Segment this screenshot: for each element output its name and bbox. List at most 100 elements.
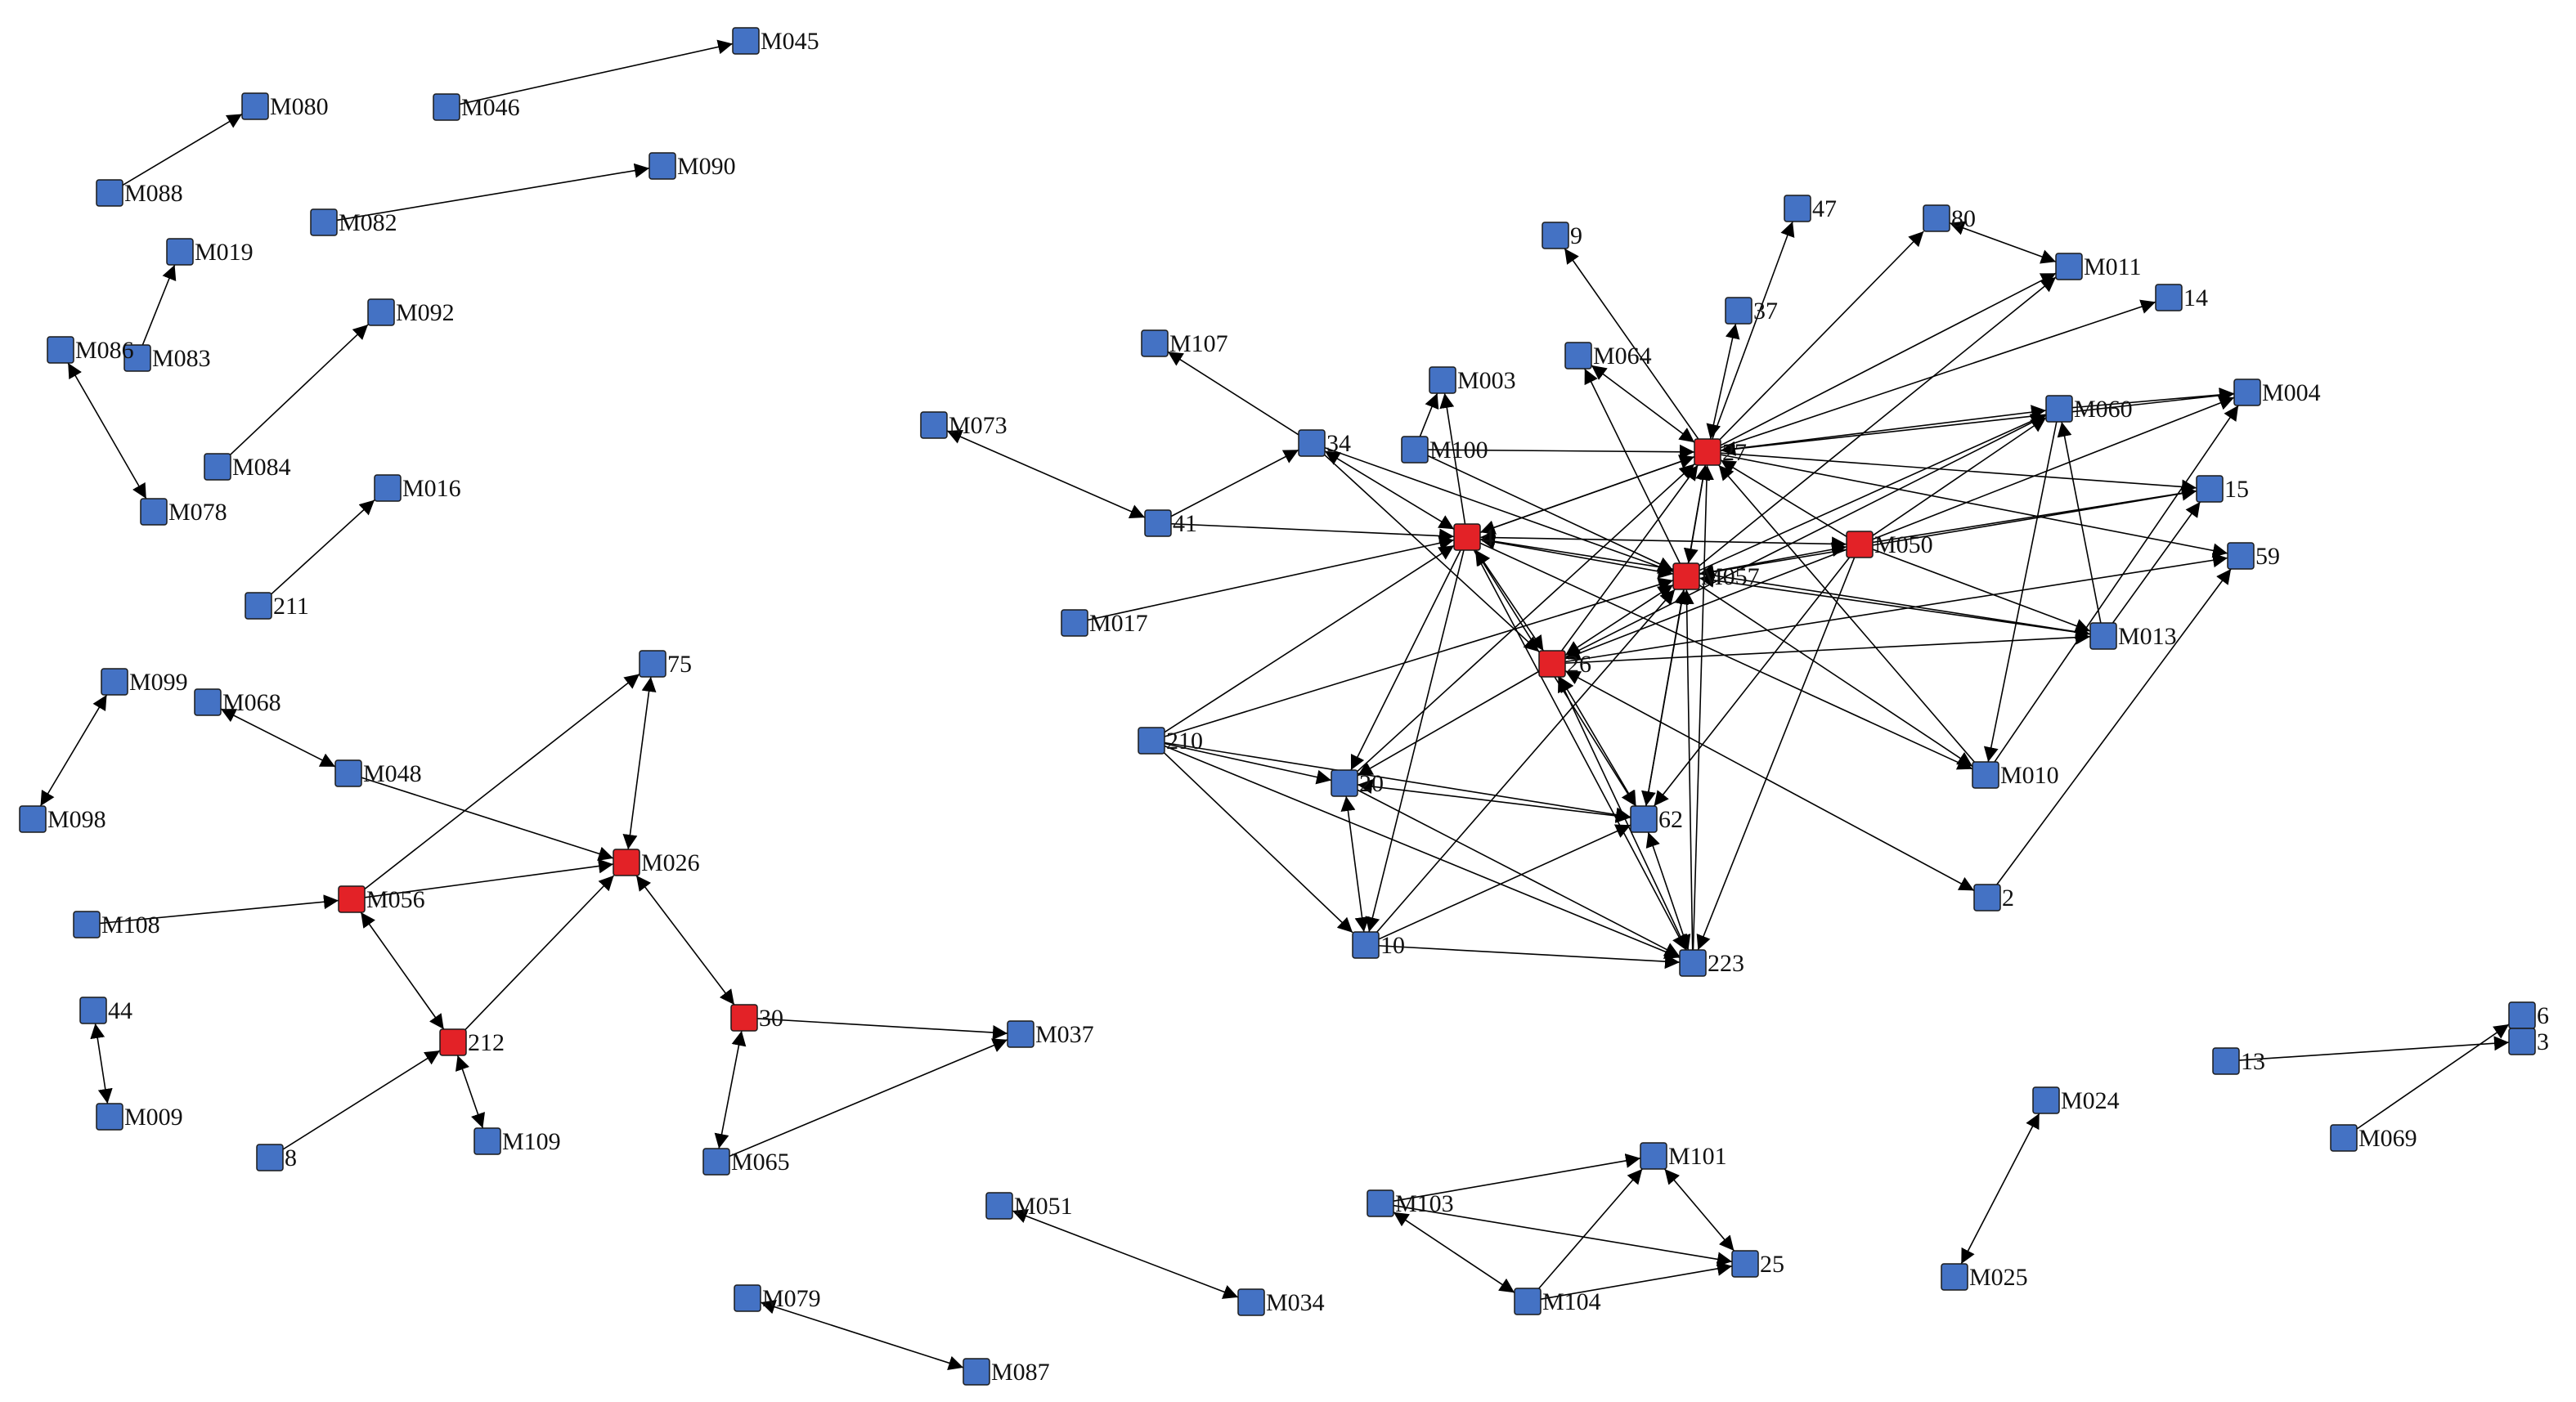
- node-M065[interactable]: M065: [702, 1148, 790, 1176]
- node-26[interactable]: 26: [1538, 650, 1591, 678]
- node-square[interactable]: [702, 1148, 730, 1176]
- node-M025[interactable]: M025: [1941, 1263, 2028, 1291]
- node-M034[interactable]: M034: [1237, 1288, 1325, 1316]
- node-M051[interactable]: M051: [985, 1192, 1073, 1220]
- node-square[interactable]: [439, 1028, 467, 1056]
- node-square[interactable]: [245, 592, 272, 620]
- node-75[interactable]: 75: [639, 650, 692, 678]
- node-34[interactable]: 34: [1298, 429, 1351, 457]
- node-square[interactable]: [140, 498, 168, 526]
- node-13[interactable]: 13: [2212, 1047, 2265, 1075]
- node-M019[interactable]: M019: [166, 238, 254, 266]
- node-square[interactable]: [1973, 884, 2001, 912]
- node-square[interactable]: [1514, 1288, 1542, 1315]
- node-square[interactable]: [2155, 284, 2183, 311]
- node-M100[interactable]: M100: [1401, 436, 1488, 464]
- node-M056[interactable]: M056: [338, 885, 425, 913]
- node-square[interactable]: [920, 411, 948, 439]
- node-square[interactable]: [47, 336, 74, 364]
- node-44[interactable]: 44: [79, 997, 132, 1024]
- node-square[interactable]: [19, 805, 47, 833]
- node-10[interactable]: 10: [1352, 931, 1405, 959]
- node-223[interactable]: 223: [1679, 949, 1744, 977]
- node-M107[interactable]: M107: [1141, 329, 1228, 357]
- node-8[interactable]: 8: [256, 1144, 297, 1171]
- node-30[interactable]: 30: [730, 1004, 783, 1032]
- node-square[interactable]: [2089, 622, 2117, 650]
- node-M108[interactable]: M108: [73, 911, 160, 938]
- node-square[interactable]: [1141, 329, 1169, 357]
- node-square[interactable]: [1972, 761, 1999, 789]
- node-square[interactable]: [734, 1284, 761, 1312]
- node-M013[interactable]: M013: [2089, 622, 2177, 650]
- node-square[interactable]: [79, 997, 107, 1024]
- node-square[interactable]: [1694, 438, 1721, 466]
- node-square[interactable]: [613, 849, 640, 876]
- node-M026[interactable]: M026: [613, 849, 700, 876]
- node-square[interactable]: [1640, 1142, 1667, 1170]
- node-square[interactable]: [1923, 204, 1950, 232]
- node-20[interactable]: 20: [1331, 769, 1384, 797]
- node-M104[interactable]: M104: [1514, 1288, 1601, 1315]
- node-square[interactable]: [1630, 805, 1658, 833]
- node-37[interactable]: 37: [1725, 297, 1778, 325]
- node-square[interactable]: [1538, 650, 1566, 678]
- node-square[interactable]: [1144, 509, 1172, 537]
- node-square[interactable]: [732, 27, 760, 55]
- node-square[interactable]: [2055, 253, 2083, 280]
- node-M057[interactable]: M057: [1672, 562, 1760, 590]
- node-M069[interactable]: M069: [2330, 1124, 2417, 1152]
- node-M084[interactable]: M084: [204, 453, 291, 481]
- node-27[interactable]: 27: [1694, 438, 1747, 466]
- node-square[interactable]: [73, 911, 101, 938]
- node-M068[interactable]: M068: [194, 688, 281, 716]
- node-3[interactable]: 3: [2508, 1028, 2549, 1055]
- node-M050[interactable]: M050: [1846, 531, 1933, 558]
- node-square[interactable]: [2508, 1028, 2536, 1055]
- node-square[interactable]: [1331, 769, 1358, 797]
- node-square[interactable]: [473, 1127, 501, 1155]
- node-square[interactable]: [985, 1192, 1013, 1220]
- node-M103[interactable]: M103: [1367, 1189, 1454, 1217]
- node-M098[interactable]: M098: [19, 805, 106, 833]
- node-square[interactable]: [2330, 1124, 2358, 1152]
- node-M011[interactable]: M011: [2055, 253, 2142, 280]
- node-M010[interactable]: M010: [1972, 761, 2059, 789]
- node-M083[interactable]: M083: [123, 344, 211, 372]
- node-square[interactable]: [433, 93, 460, 121]
- node-square[interactable]: [2045, 395, 2073, 423]
- node-M099[interactable]: M099: [101, 668, 188, 696]
- node-M109[interactable]: M109: [473, 1127, 561, 1155]
- node-square[interactable]: [1298, 429, 1326, 457]
- node-square[interactable]: [1367, 1189, 1394, 1217]
- node-square[interactable]: [96, 179, 123, 207]
- node-M073[interactable]: M073: [920, 411, 1008, 439]
- node-square[interactable]: [1138, 727, 1165, 755]
- node-square[interactable]: [1429, 366, 1456, 394]
- node-M009[interactable]: M009: [96, 1103, 183, 1131]
- node-62[interactable]: 62: [1630, 805, 1683, 833]
- node-M088[interactable]: M088: [96, 179, 183, 207]
- node-square[interactable]: [730, 1004, 758, 1032]
- node-M060[interactable]: M060: [2045, 395, 2133, 423]
- node-M079[interactable]: M079: [734, 1284, 821, 1312]
- node-M016[interactable]: M016: [374, 474, 461, 502]
- node-211[interactable]: 211: [245, 592, 309, 620]
- node-square[interactable]: [1542, 222, 1569, 249]
- node-square[interactable]: [1731, 1250, 1759, 1278]
- node-square[interactable]: [2508, 1001, 2536, 1029]
- node-6[interactable]: 6: [2508, 1001, 2549, 1029]
- node-square[interactable]: [1453, 523, 1481, 551]
- node-square[interactable]: [2032, 1086, 2060, 1114]
- node-square[interactable]: [1679, 949, 1707, 977]
- node-47[interactable]: 47: [1784, 195, 1837, 222]
- node-square[interactable]: [96, 1103, 123, 1131]
- node-25[interactable]: 25: [1731, 1250, 1784, 1278]
- node-square[interactable]: [241, 92, 269, 120]
- node-square[interactable]: [963, 1358, 990, 1386]
- node-square[interactable]: [338, 885, 366, 913]
- node-square[interactable]: [123, 344, 151, 372]
- node-square[interactable]: [101, 668, 128, 696]
- node-square[interactable]: [1725, 297, 1752, 325]
- node-41[interactable]: 41: [1144, 509, 1197, 537]
